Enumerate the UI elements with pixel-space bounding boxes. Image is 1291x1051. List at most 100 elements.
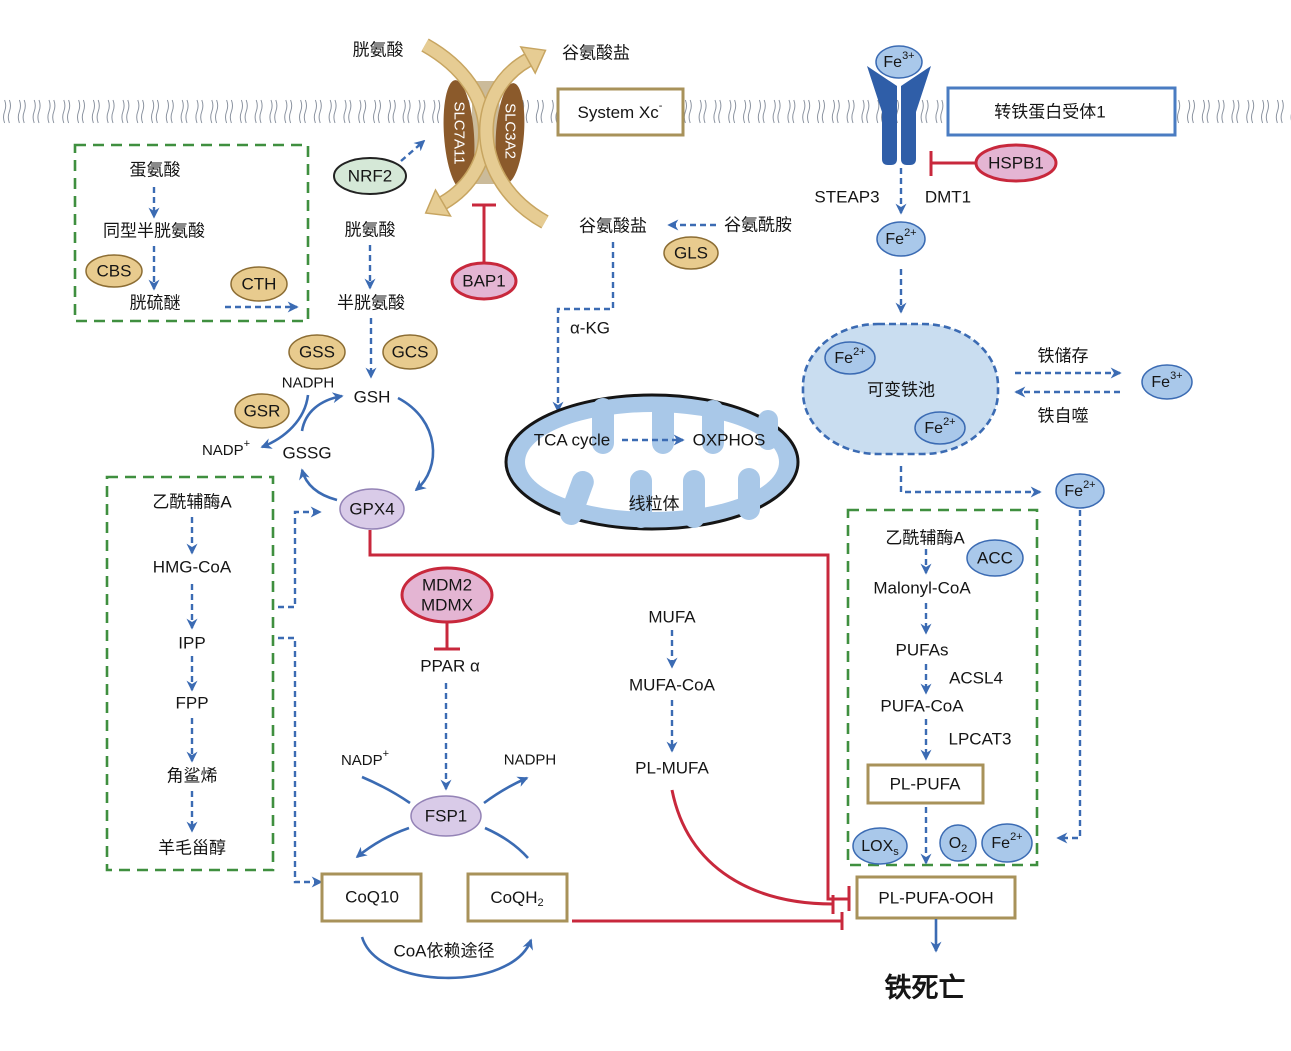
ppara-label: PPAR α [420, 657, 480, 676]
mito-crista [738, 468, 760, 520]
pl-pufa-ooh-box [855, 875, 1017, 920]
tca-cycle-label: TCA cycle [534, 431, 611, 450]
pufa-module: 乙酰辅酶A ACC Malonyl-CoA PUFAs ACSL4 PUFA-C… [846, 508, 1039, 867]
gssg-to-gsh-arrow [300, 392, 344, 432]
ferroptosis-label: 铁死亡 [885, 973, 966, 1003]
hspb1-node [974, 143, 1058, 183]
methionine-label: 蛋氨酸 [130, 161, 181, 180]
gcs-enzyme [382, 334, 438, 370]
gpx4-shape [339, 488, 405, 530]
fsp1-shape [410, 795, 482, 837]
ion-base: Fe [883, 54, 902, 71]
loxs-sub: s [893, 846, 899, 858]
intracellular-cystine-label: 胱氨酸 [345, 221, 396, 240]
mito-crista [758, 410, 778, 450]
pufa-acetyl-coa-label: 乙酰辅酶A [885, 529, 965, 548]
hspb1-inhibition: HSPB1 [929, 143, 1058, 183]
mdm2-mdmx-inhibition: MDM2 MDMX [400, 566, 494, 651]
gls-enzyme [663, 236, 719, 270]
mito-crista [560, 471, 594, 525]
nrf2-shape [333, 157, 407, 195]
tfr1-label: 转铁蛋白受体1 [994, 103, 1105, 122]
bap1-label: BAP1 [462, 272, 505, 291]
fe3-ion-shape [1141, 364, 1193, 400]
receptor-bound-fe3-ion: Fe3+ [875, 45, 923, 79]
coqh2-label: CoQH2 [490, 888, 543, 910]
nadp-sup: + [383, 748, 389, 760]
gcs-label: GCS [392, 343, 429, 362]
gpx4-label: GPX4 [349, 500, 394, 519]
o2-sub: 2 [961, 843, 967, 855]
fe2-ion-shape [914, 411, 966, 445]
gsh-to-gpx4-arrow [397, 396, 435, 492]
gsr-enzyme [234, 393, 290, 429]
transferrin-receptor-label-box: 转铁蛋白受体1 [946, 86, 1177, 137]
nrf2-activates-slc7a11-arrow [400, 139, 426, 162]
ion-charge: 2+ [904, 227, 917, 239]
gpx4-to-gssg-arrow [299, 468, 338, 502]
nadp-text: NADP [202, 442, 244, 459]
ion-charge: 2+ [1083, 479, 1096, 491]
oxygen-molecule [939, 824, 977, 862]
slc7a11-subunit [443, 80, 475, 190]
pl-pufa-box [866, 763, 985, 805]
glutamine-label: 谷氨酰胺 [724, 216, 792, 235]
ion-charge: 2+ [943, 416, 956, 428]
slc7a11-label: SLC7A11 [451, 101, 468, 164]
mitochondrion-label: 线粒体 [629, 495, 680, 514]
pl-mufa-inhibits-lipid-peroxide-line [670, 789, 834, 906]
fsp1-to-nadph-arrow [483, 776, 529, 805]
pool-fe2-ion: Fe2+ [824, 341, 876, 375]
fe3-ion-label: Fe3+ [1151, 370, 1182, 391]
receptor-right-chain [901, 66, 931, 165]
fsp1-nadph-label: NADPH [504, 752, 557, 769]
transsulfuration-module: 蛋氨酸 同型半胱氨酸 CBS 胱硫醚 CTH [73, 143, 310, 323]
steap3-label: STEAP3 [814, 188, 879, 207]
gss-enzyme [288, 334, 346, 370]
acc-label: ACC [977, 549, 1013, 568]
gsh-label: GSH [354, 388, 391, 407]
pufa-fe2-ion [981, 823, 1033, 863]
loxs-label: LOXs [861, 838, 899, 859]
fsp1-nadp-label: NADP+ [341, 748, 389, 769]
lpcat3-label: LPCAT3 [949, 730, 1012, 749]
mito-crista [652, 398, 674, 454]
nadp-text: NADP [341, 752, 383, 769]
homocysteine-label: 同型半胱氨酸 [103, 222, 205, 241]
transferrin-receptor: Fe3+ [867, 45, 931, 165]
oxygen-label: O2 [949, 835, 968, 856]
coa-dependent-pathway-label: CoA依赖途径 [393, 942, 494, 961]
gpx4-inhibits-lipid-peroxide-line [368, 530, 849, 901]
ion-base: Fe [1151, 374, 1170, 391]
fe2-to-lipid-peroxidation-arrow [1056, 510, 1082, 844]
nadp-to-fsp1-curve [361, 775, 411, 805]
fe2-ion-label: Fe2+ [1064, 479, 1095, 500]
mevalonate-to-coq10-arrow [278, 636, 323, 888]
fe2-ion-shape [1055, 473, 1105, 509]
ion-base: Fe [991, 835, 1010, 852]
gssg-label: GSSG [282, 444, 331, 463]
gsr-label: GSR [244, 402, 281, 421]
stored-fe3-ion: Fe3+ [1141, 364, 1193, 400]
acsl4-label: ACSL4 [949, 669, 1003, 688]
labile-iron-pool: Fe2+ 可变铁池 Fe2+ [801, 322, 1000, 456]
ferritinophagy-label: 铁自噬 [1038, 407, 1089, 426]
mito-crista [683, 470, 705, 528]
system-xc-label: System Xc- [578, 100, 663, 122]
slc3a2-label: SLC3A2 [502, 103, 519, 159]
glutamate-export-arrow [480, 54, 549, 228]
ferroptosis-outcome: 铁死亡 [885, 973, 966, 1003]
mevalonate-step: IPP [178, 634, 205, 653]
oxphos-label: OXPHOS [693, 431, 766, 450]
system-xc-label-text: System Xc [578, 103, 660, 122]
cysteine-label: 半胱氨酸 [337, 294, 405, 313]
mito-crista [592, 398, 614, 454]
glutamate-label: 谷氨酸盐 [579, 217, 647, 236]
ion-charge: 2+ [1010, 831, 1023, 843]
fe2-ion-label: Fe2+ [924, 416, 955, 437]
o2-text: O [949, 835, 961, 852]
gsh-nadp-label: NADP+ [202, 438, 250, 459]
iron-storage-label: 铁储存 [1038, 347, 1089, 366]
pufa-fe2-label: Fe2+ [991, 831, 1022, 852]
